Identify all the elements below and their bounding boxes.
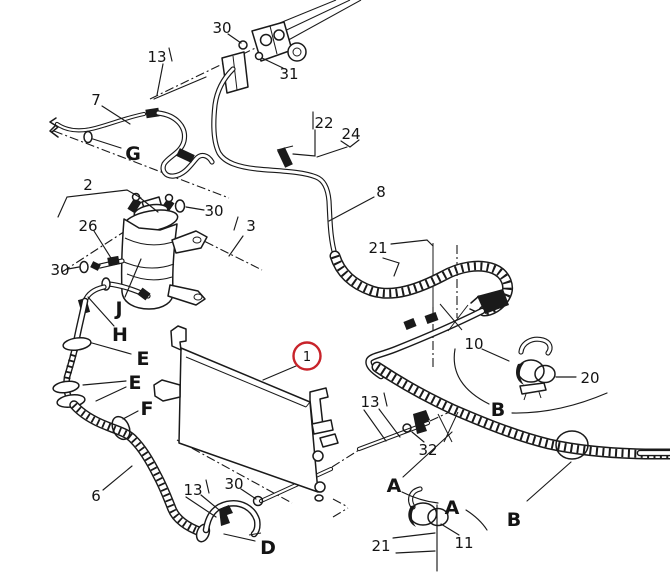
callout-22: 22 (314, 114, 333, 132)
callout-E-upper: E (137, 348, 150, 370)
callout-13-middle: 13 (360, 393, 379, 411)
grommet-E2 (52, 380, 80, 394)
condenser-bracket-left (153, 379, 181, 402)
clip-10-20 (516, 336, 556, 401)
drier-bracket-upper (171, 230, 208, 254)
callout-G: G (125, 143, 141, 165)
callout-30-drier-top: 30 (204, 202, 223, 220)
callout-H: H (112, 324, 128, 346)
grommet-F (111, 415, 131, 441)
callout-3: 3 (246, 217, 256, 235)
condenser-bracket-top (170, 325, 187, 351)
callout-24: 24 (341, 125, 360, 143)
callout-D: D (260, 537, 276, 559)
callout-leaders (57, 33, 608, 572)
condenser-port-upper (312, 450, 324, 462)
callout-labels: 30 13 31 7 22 24 8 2 30 26 3 30 21 G J H… (50, 19, 599, 559)
callout-J: J (113, 298, 122, 320)
callout-13-upper: 13 (147, 48, 166, 66)
callout-E-lower: E (129, 372, 142, 394)
callout-30-drier-left: 30 (50, 261, 69, 279)
callout-1-condenser: 1 (303, 350, 311, 365)
condenser-port-lower (314, 481, 326, 493)
receiver-drier (77, 192, 208, 315)
hose-B-assembly (365, 303, 670, 460)
callout-7: 7 (91, 91, 101, 109)
grommet-G (83, 130, 93, 144)
callout-B-upper: B (491, 399, 505, 421)
callout-B-lower: B (507, 509, 521, 531)
highlight-circle-part-1 (292, 341, 322, 371)
callout-11: 11 (454, 534, 473, 552)
fitting-boss (287, 42, 307, 62)
drier-body (120, 218, 178, 310)
callout-A-upper: A (387, 475, 402, 497)
oring-lower-ring (252, 495, 264, 507)
clip-11 (408, 486, 449, 527)
oring-top (174, 199, 186, 213)
hose-loop (555, 430, 589, 460)
hose-6-left (52, 297, 264, 543)
callout-13-lower: 13 (183, 481, 202, 499)
callout-10: 10 (464, 335, 483, 353)
callout-32: 32 (418, 441, 437, 459)
callout-8: 8 (376, 183, 386, 201)
grommet-E1 (62, 336, 92, 352)
callout-26: 26 (78, 217, 97, 235)
pipe-8 (211, 66, 339, 261)
callout-20: 20 (580, 369, 599, 387)
bolt-31 (254, 51, 264, 61)
callout-F: F (141, 398, 154, 420)
callout-30-upper: 30 (212, 19, 231, 37)
callout-30-lower: 30 (224, 475, 243, 493)
callout-A-lower: A (445, 497, 460, 519)
callout-31: 31 (279, 65, 298, 83)
hose-7 (49, 107, 215, 179)
callout-21-upper: 21 (368, 239, 387, 257)
hose-end-connector (477, 289, 509, 314)
clip-32-body (413, 410, 430, 434)
stud-22-24 (277, 147, 293, 168)
condenser (153, 325, 339, 502)
hose-8-ribbed (335, 256, 509, 314)
callout-6: 6 (91, 487, 101, 505)
drier-bracket-lower (167, 284, 206, 306)
hose-ferrule (176, 148, 195, 163)
oring-left (79, 260, 89, 274)
callout-2: 2 (83, 176, 93, 194)
callout-21-lower: 21 (371, 537, 390, 555)
clip-13-lower (219, 505, 233, 526)
